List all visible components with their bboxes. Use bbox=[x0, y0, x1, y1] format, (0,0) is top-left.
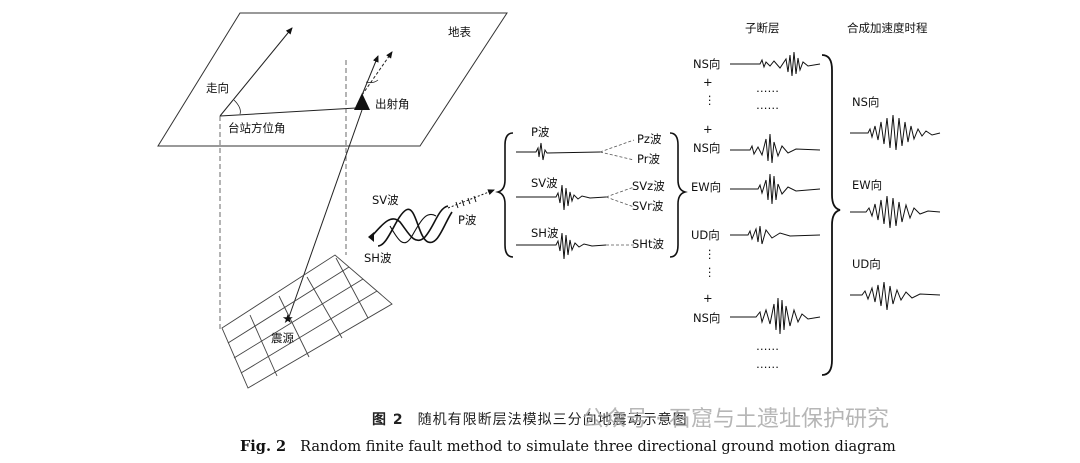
p-wave-train bbox=[447, 189, 495, 209]
source-ray bbox=[288, 109, 363, 318]
subfault-label-1: NS向 bbox=[693, 57, 720, 71]
right-brace bbox=[821, 54, 841, 376]
strike-arrow bbox=[219, 27, 293, 117]
synth-label-ud: UD向 bbox=[852, 257, 881, 271]
ellipsis-2b: …… bbox=[756, 357, 779, 371]
wave-packet bbox=[371, 205, 453, 247]
branch-dashes bbox=[599, 139, 635, 246]
ellipsis-1b: …… bbox=[756, 98, 779, 112]
wave-row-sh-label: SH波 bbox=[531, 226, 559, 240]
subfault-label-3: EW向 bbox=[691, 180, 721, 194]
subfault-label-5: NS向 bbox=[693, 311, 720, 325]
watermark: 公众号 · 石窟与土遗址保护研究 bbox=[582, 407, 889, 432]
branch-sht: SHt波 bbox=[632, 237, 664, 251]
branch-pz: Pz波 bbox=[637, 132, 662, 146]
ellipsis-2a: …… bbox=[756, 339, 779, 353]
subfault-traces bbox=[730, 51, 821, 335]
wave-row-p-label: P波 bbox=[531, 125, 550, 139]
mid-brace bbox=[669, 132, 688, 258]
subfault-label-2: NS向 bbox=[693, 141, 720, 155]
caption-en: Fig. 2 Random finite fault method to simu… bbox=[240, 438, 896, 455]
caption-cn-fig: 图 2 bbox=[372, 412, 404, 428]
synth-label-ns: NS向 bbox=[852, 95, 879, 109]
synth-header: 合成加速度时程 bbox=[847, 21, 928, 35]
subfault-header: 子断层 bbox=[745, 21, 780, 35]
station-triangle bbox=[354, 93, 370, 110]
p-wave-label: P波 bbox=[458, 213, 477, 227]
ellipsis-1a: …… bbox=[756, 81, 779, 95]
hypocenter-star: ★ bbox=[282, 312, 294, 327]
sh-arrowhead bbox=[368, 232, 374, 242]
azimuth-label: 台站方位角 bbox=[228, 121, 286, 135]
synth-traces bbox=[850, 114, 941, 311]
left-brace bbox=[495, 132, 514, 258]
source-label: 震源 bbox=[271, 331, 294, 345]
fault-plane-grid bbox=[221, 254, 393, 389]
branch-svz: SVz波 bbox=[632, 179, 665, 193]
branch-pr: Pr波 bbox=[637, 152, 660, 166]
sh-label: SH波 bbox=[364, 251, 392, 265]
vdots-1: ⋮ bbox=[704, 93, 716, 107]
caption-en-text: Random finite fault method to simulate t… bbox=[300, 439, 896, 455]
wave-row-traces bbox=[516, 142, 607, 260]
vdots-2: ⋮ bbox=[704, 247, 716, 261]
plus-2: + bbox=[703, 122, 713, 136]
takeoff-angle-arc bbox=[365, 79, 379, 84]
plus-1: + bbox=[703, 75, 713, 89]
azimuth-angle-arc bbox=[233, 99, 241, 115]
synth-label-ew: EW向 bbox=[852, 178, 882, 192]
subfault-label-4: UD向 bbox=[691, 228, 720, 242]
caption-cn: 图 2 随机有限断层法模拟三分向地震动示意图 bbox=[372, 409, 688, 429]
azimuth-line bbox=[219, 107, 357, 117]
strike-label: 走向 bbox=[206, 81, 229, 95]
vdots-3: ⋮ bbox=[704, 265, 716, 279]
branch-svr: SVr波 bbox=[632, 199, 664, 213]
ray-arrow bbox=[361, 55, 379, 96]
ground-surface-plane bbox=[157, 12, 508, 147]
caption-en-fig: Fig. 2 bbox=[240, 438, 287, 455]
caption-cn-text: 随机有限断层法模拟三分向地震动示意图 bbox=[417, 412, 688, 428]
plus-3: + bbox=[703, 291, 713, 305]
sv-label: SV波 bbox=[372, 193, 399, 207]
surface-label: 地表 bbox=[448, 25, 471, 39]
takeoff-label: 出射角 bbox=[375, 97, 410, 111]
wave-row-sv-label: SV波 bbox=[531, 176, 558, 190]
takeoff-dashed-arrow bbox=[361, 51, 393, 96]
